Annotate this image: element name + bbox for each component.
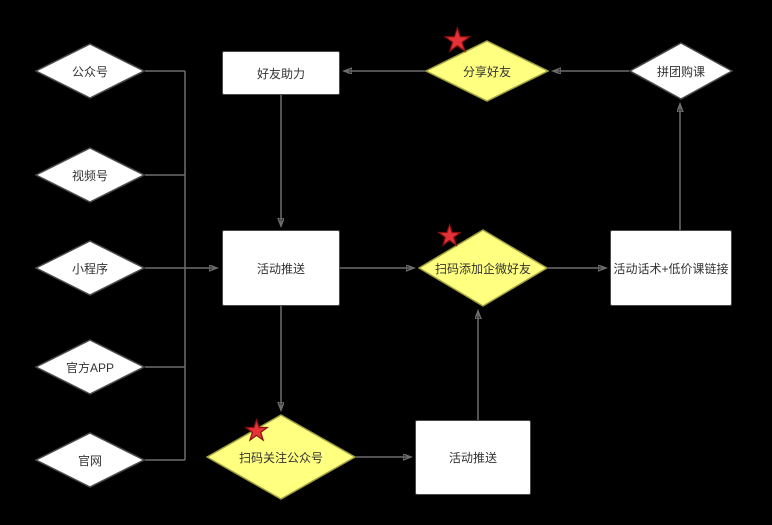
node-label: 扫码添加企微好友: [434, 261, 531, 276]
node-activity-push-mid[interactable]: 活动推送: [222, 230, 340, 306]
node-official-account[interactable]: 公众号: [35, 43, 145, 99]
node-scan-follow-official[interactable]: 扫码关注公众号: [206, 414, 356, 500]
node-video-account[interactable]: 视频号: [35, 147, 145, 203]
star-icon[interactable]: ★: [442, 21, 472, 59]
node-label: 官方APP: [65, 360, 114, 375]
node-official-app[interactable]: 官方APP: [35, 339, 145, 395]
node-label: 分享好友: [462, 64, 511, 79]
node-label: 视频号: [71, 168, 108, 183]
node-label: 公众号: [71, 64, 108, 79]
node-label: 官网: [77, 453, 102, 468]
node-label: 拼团购课: [656, 64, 705, 79]
node-activity-push-bottom[interactable]: 活动推送: [415, 420, 531, 495]
star-icon[interactable]: ★: [436, 219, 463, 252]
node-label: 扫码关注公众号: [238, 450, 323, 465]
node-mini-program[interactable]: 小程序: [35, 240, 145, 296]
node-official-website[interactable]: 官网: [35, 432, 145, 488]
node-share-friend[interactable]: 分享好友: [425, 40, 549, 102]
node-activity-script-link[interactable]: 活动话术+低价课链接: [610, 230, 732, 306]
node-group-buy-course[interactable]: 拼团购课: [629, 42, 733, 100]
star-icon[interactable]: ★: [243, 414, 270, 447]
node-scan-add-wecom[interactable]: 扫码添加企微好友: [418, 229, 548, 307]
node-label: 小程序: [71, 261, 108, 276]
node-friend-boost[interactable]: 好友助力: [222, 51, 340, 95]
